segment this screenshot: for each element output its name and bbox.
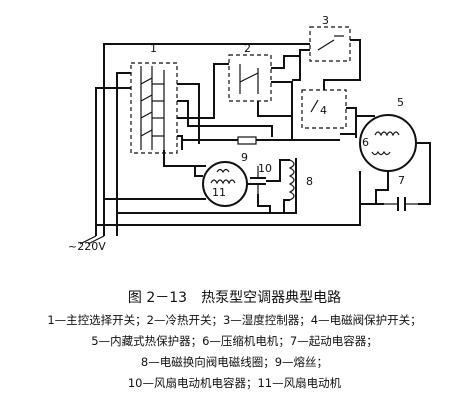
legend-line-4: 10—风扇电动机电容器；11—风扇电动机	[127, 376, 342, 390]
cool-heat-switch	[228, 54, 272, 102]
fan-motor-capacitor	[250, 166, 266, 194]
label-6: 6	[362, 136, 369, 149]
humidity-controller	[309, 26, 351, 62]
start-capacitor	[384, 197, 418, 211]
label-8: 8	[306, 175, 313, 188]
label-2: 2	[244, 42, 251, 55]
label-10: 10	[258, 162, 272, 175]
supply-label: ~220V	[68, 240, 106, 253]
circuit-diagram: 1 2 3 4 9 10 11 8	[68, 14, 431, 253]
main-selector-switch	[130, 62, 178, 154]
figure-title: 图 2－13 热泵型空调器典型电路	[127, 290, 342, 306]
legend-line-1: 1—主控选择开关；2—冷热开关；3—湿度控制器；4—电磁阀保护开关；	[47, 313, 422, 327]
legend-line-3: 8—电磁换向阀电磁线圈；9—熔丝；	[140, 355, 329, 369]
fan-motor	[202, 161, 248, 207]
fuse	[237, 136, 257, 145]
label-7: 7	[398, 174, 405, 187]
label-3: 3	[322, 14, 329, 27]
legend-line-2: 5—内藏式热保护器；6—压缩机电机；7—起动电容器；	[91, 334, 378, 348]
label-9: 9	[241, 151, 248, 164]
label-5: 5	[397, 96, 404, 109]
label-4: 4	[320, 104, 327, 117]
label-11: 11	[212, 186, 226, 199]
wiring	[79, 39, 431, 245]
reversing-valve-coil	[288, 158, 297, 204]
label-1: 1	[150, 42, 157, 55]
